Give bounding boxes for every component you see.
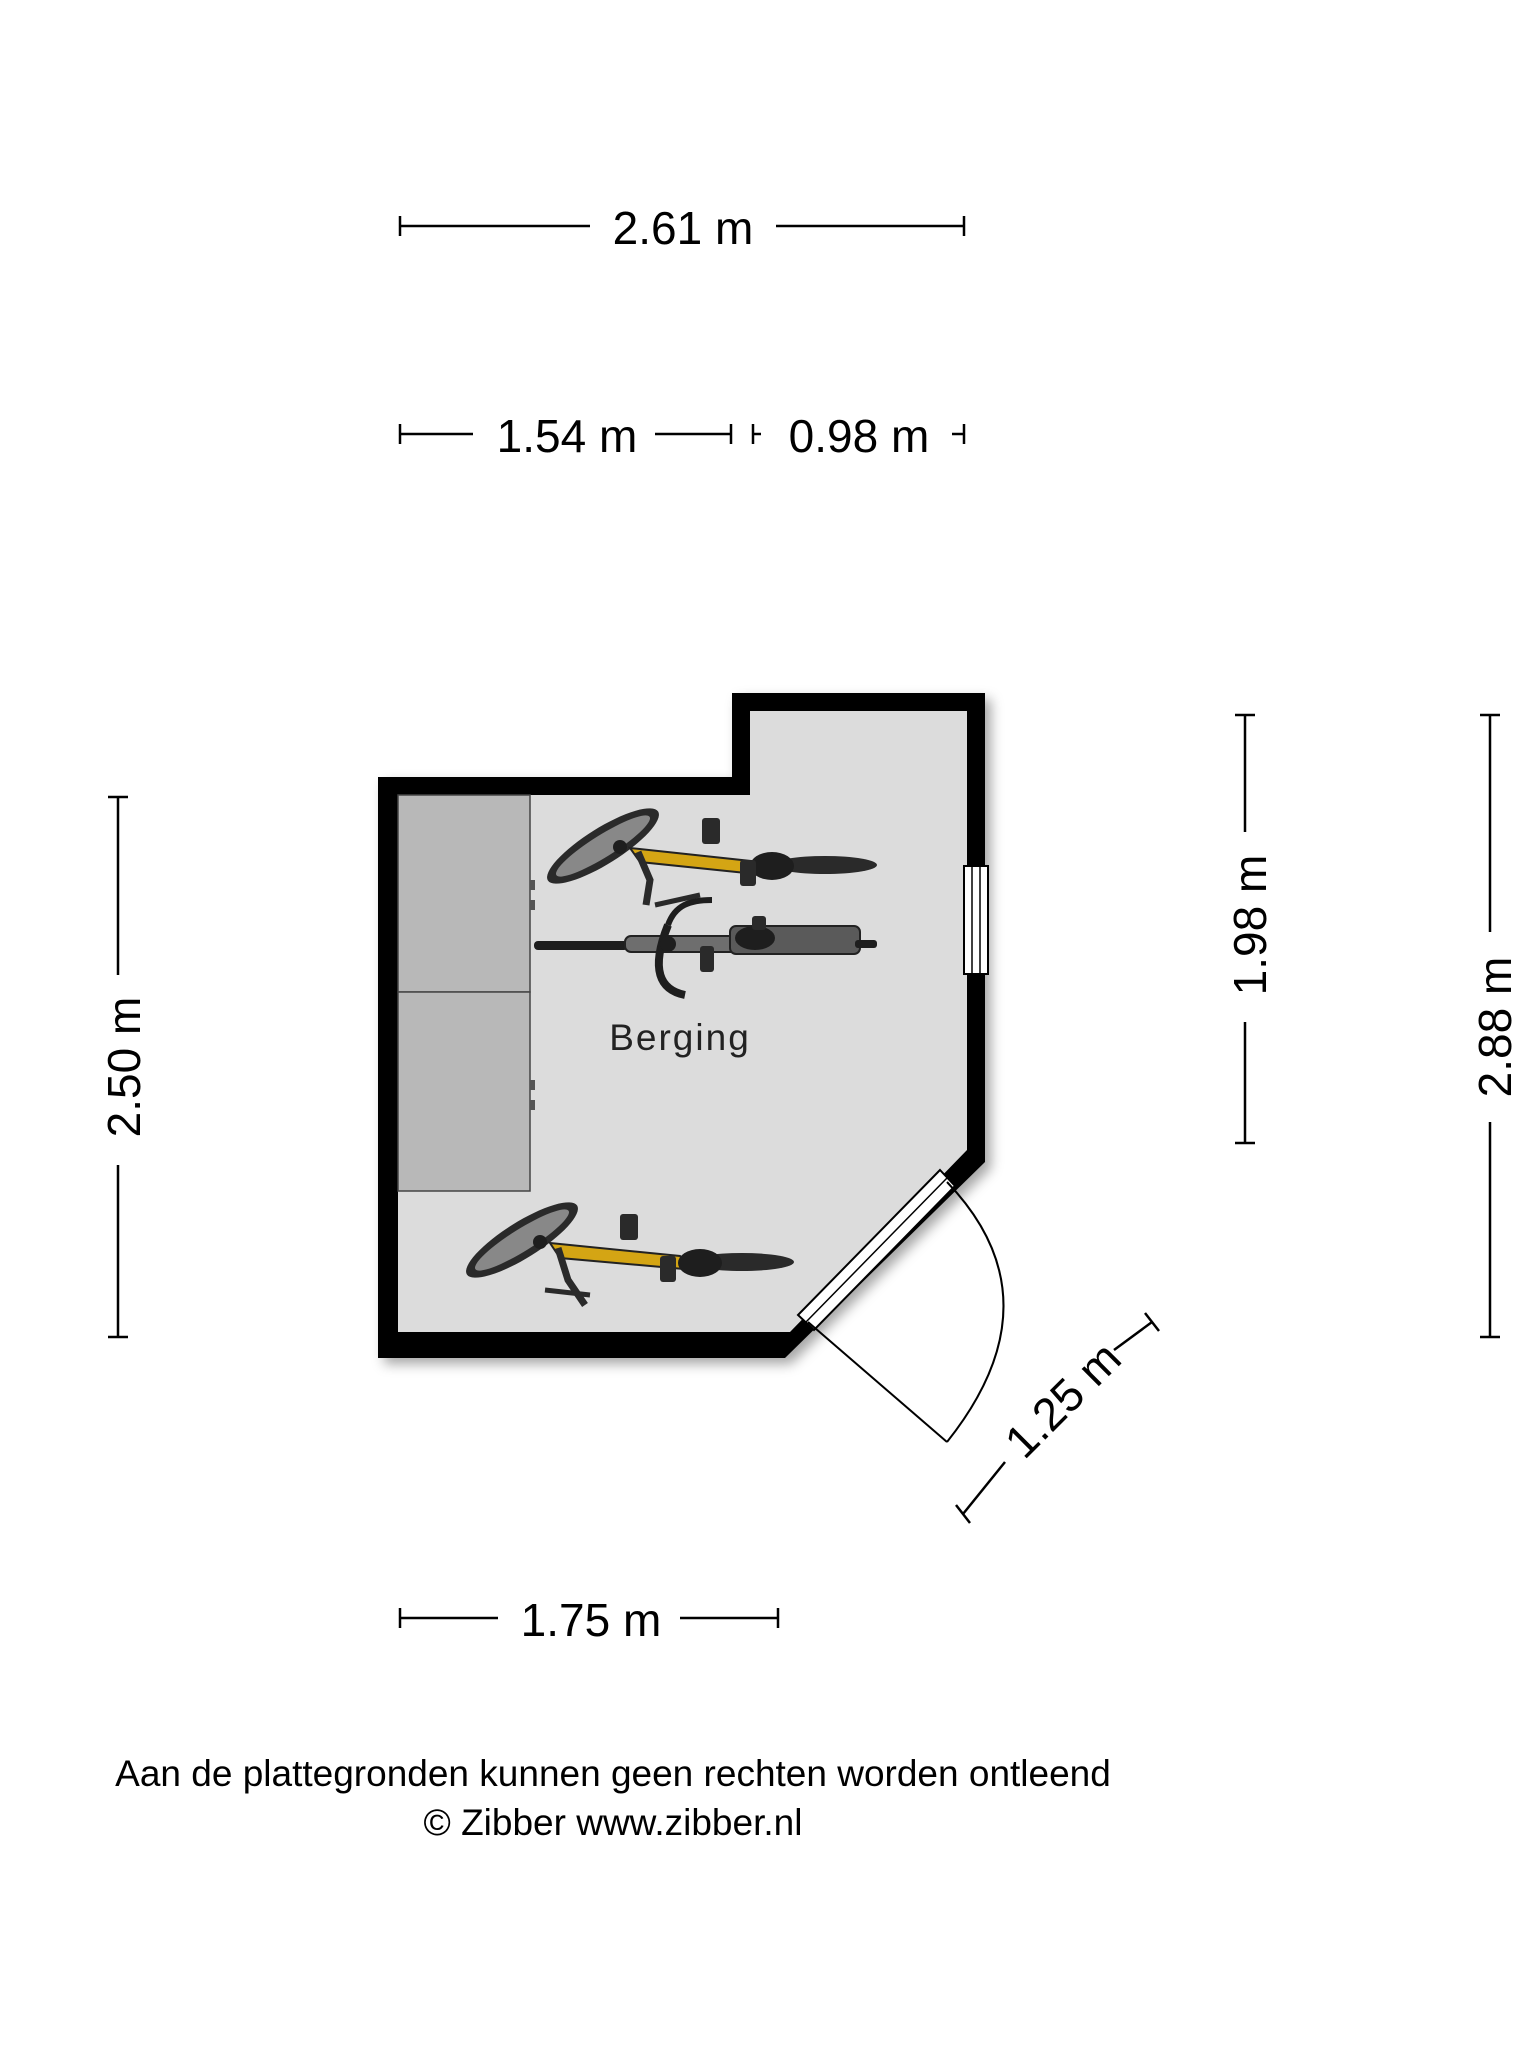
dimension-right-total-label: 2.88 m (1469, 957, 1521, 1098)
dimension-right-total: 2.88 m (1469, 713, 1521, 1339)
footer-copyright: © Zibber www.zibber.nl (423, 1802, 803, 1843)
dimension-diagonal: 1.25 m (955, 1312, 1160, 1524)
storage-cabinet (397, 794, 535, 1192)
dimension-top-total-label: 2.61 m (613, 202, 754, 254)
dimension-left-label: 2.50 m (98, 997, 150, 1138)
footer-disclaimer: Aan de plattegronden kunnen geen rechten… (115, 1753, 1111, 1794)
dimension-top-right-label: 0.98 m (789, 410, 930, 462)
dimension-bottom: 1.75 m (398, 1594, 780, 1646)
bicycle-icon (466, 1202, 794, 1307)
dimension-left: 2.50 m (98, 795, 150, 1339)
room-label: Berging (609, 1017, 751, 1058)
bicycle-icon (534, 897, 877, 999)
dimension-bottom-label: 1.75 m (521, 1594, 662, 1646)
dimension-top-left-label: 1.54 m (497, 410, 638, 462)
dimension-top-total: 2.61 m (398, 202, 966, 254)
bicycle-icon (547, 808, 877, 908)
room-berging: Berging (378, 693, 1005, 1443)
window (963, 865, 989, 975)
dimension-right-inner: 1.98 m (1224, 713, 1276, 1145)
dimension-diagonal-label: 1.25 m (995, 1332, 1131, 1468)
dimension-right-inner-label: 1.98 m (1224, 855, 1276, 996)
door (796, 1168, 1005, 1443)
dimension-top-split: 1.54 m 0.98 m (398, 410, 966, 462)
